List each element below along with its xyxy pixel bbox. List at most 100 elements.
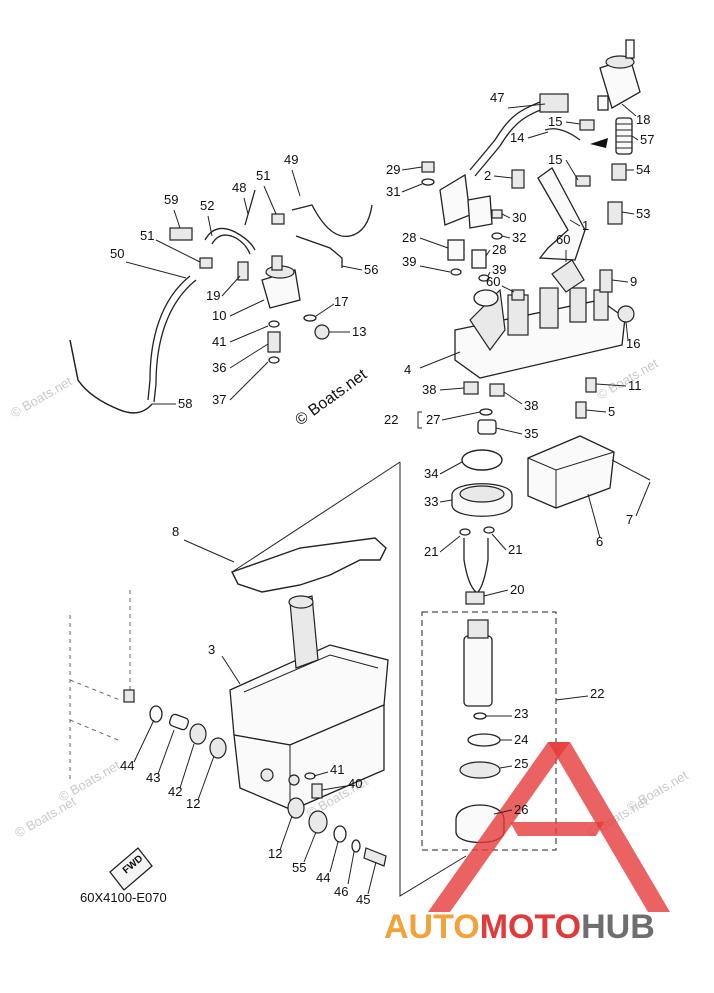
small-fasteners-top [421, 161, 525, 282]
callout-56: 56 [364, 262, 378, 277]
clip-60 [551, 259, 585, 293]
grommet-54 [611, 163, 627, 181]
hose-50-edge [153, 279, 197, 403]
washer-41b [304, 772, 316, 780]
leader-line-33 [439, 499, 453, 503]
washer-44b [333, 825, 347, 843]
fwd-arrow: FWD [109, 847, 153, 891]
leader-line-51 [155, 239, 201, 263]
leader-line-28 [485, 249, 491, 257]
leader-line-19 [221, 275, 241, 297]
screw-9 [599, 269, 613, 293]
leader-line-40 [321, 785, 347, 791]
hose-52 [204, 227, 256, 251]
grommet-38a [463, 381, 479, 395]
vapor-separator-cover-4 [454, 259, 635, 419]
collar-55 [308, 810, 328, 834]
leader-line-55 [303, 831, 317, 863]
callout-57: 57 [640, 132, 654, 147]
oring-39b [478, 274, 490, 282]
screw-11 [585, 377, 597, 393]
engine-outline [69, 590, 131, 780]
clamp-53 [607, 201, 623, 225]
callout-33: 33 [424, 494, 438, 509]
leader-line-45 [367, 861, 377, 895]
leader-line-27 [441, 411, 481, 421]
leader-line-37 [229, 361, 269, 401]
sensor-5 [575, 401, 587, 419]
callout-4: 4 [404, 362, 411, 377]
leader-line-3 [221, 655, 241, 685]
wire-20b [477, 538, 489, 593]
leader-line-43 [157, 729, 175, 775]
leader-line-2 [493, 175, 513, 179]
leader-line-44 [133, 719, 155, 763]
holder-33-top [459, 485, 505, 503]
callout-34: 34 [424, 466, 438, 481]
cap-16 [617, 305, 635, 323]
electrical-box-6 [527, 435, 651, 509]
damper-24 [467, 733, 501, 747]
pump-assembly-box-22 [421, 611, 557, 851]
washer-41 [268, 320, 280, 328]
leader-line-51 [263, 185, 277, 215]
pin-7 [611, 459, 651, 481]
hose-47 [469, 99, 546, 171]
screw-2 [511, 169, 525, 189]
oring-21b [483, 526, 495, 534]
oring-39a [450, 268, 462, 276]
cover-boss-c [569, 287, 587, 323]
leader-line-16 [625, 321, 629, 341]
oring-34 [461, 449, 503, 471]
fuel-pump [463, 635, 493, 707]
body-port [288, 774, 300, 786]
filter-13 [314, 324, 330, 340]
leader-line-56 [341, 265, 363, 271]
oring-37 [268, 356, 280, 364]
bracket-22-bracket [417, 411, 422, 429]
callout-22: 22 [590, 686, 604, 701]
leader-line-15 [565, 159, 579, 181]
lower-left-fittings [149, 705, 387, 867]
callout-50: 50 [110, 246, 124, 261]
washer-44a [149, 705, 163, 723]
hose-48 [244, 189, 256, 226]
fuel-pump-assembly [455, 619, 505, 844]
copyright-stamp: © Boats.net [292, 366, 370, 429]
leader-line-12 [279, 815, 293, 851]
hose-50 [147, 275, 191, 401]
leader-line-50 [125, 261, 187, 279]
callout-58: 58 [178, 396, 192, 411]
leader-line-39 [419, 265, 451, 273]
leader-line-32 [501, 235, 511, 239]
callout-12: 12 [186, 796, 200, 811]
callout-44: 44 [120, 758, 134, 773]
callout-22: 22 [384, 412, 398, 427]
callout-40: 40 [348, 776, 362, 791]
leader-line-26 [493, 809, 513, 815]
callout-28: 28 [492, 242, 506, 257]
leader-line-12 [197, 755, 215, 801]
leader-line-11 [595, 383, 627, 387]
callout-23: 23 [514, 706, 528, 721]
collar-35 [477, 419, 497, 435]
automotohub-logo: AUTOMOTOHUB [384, 742, 670, 946]
box-6 [527, 435, 615, 509]
regulator-nipple [271, 255, 283, 271]
leader-line-41 [313, 771, 329, 777]
sensor-bracket [439, 173, 471, 226]
leader-line-41 [229, 325, 269, 343]
callout-5: 5 [608, 404, 615, 419]
diagram-code: 60X4100-E070 [80, 890, 167, 905]
collar-43 [168, 713, 190, 731]
leader-line-17 [315, 303, 335, 317]
callout-60: 60 [556, 232, 570, 247]
callout-35: 35 [524, 426, 538, 441]
callout-39: 39 [492, 262, 506, 277]
clip-15b [575, 175, 591, 187]
leader-line-14 [527, 131, 549, 139]
connector-20 [465, 591, 485, 605]
tee-51b [199, 257, 213, 269]
